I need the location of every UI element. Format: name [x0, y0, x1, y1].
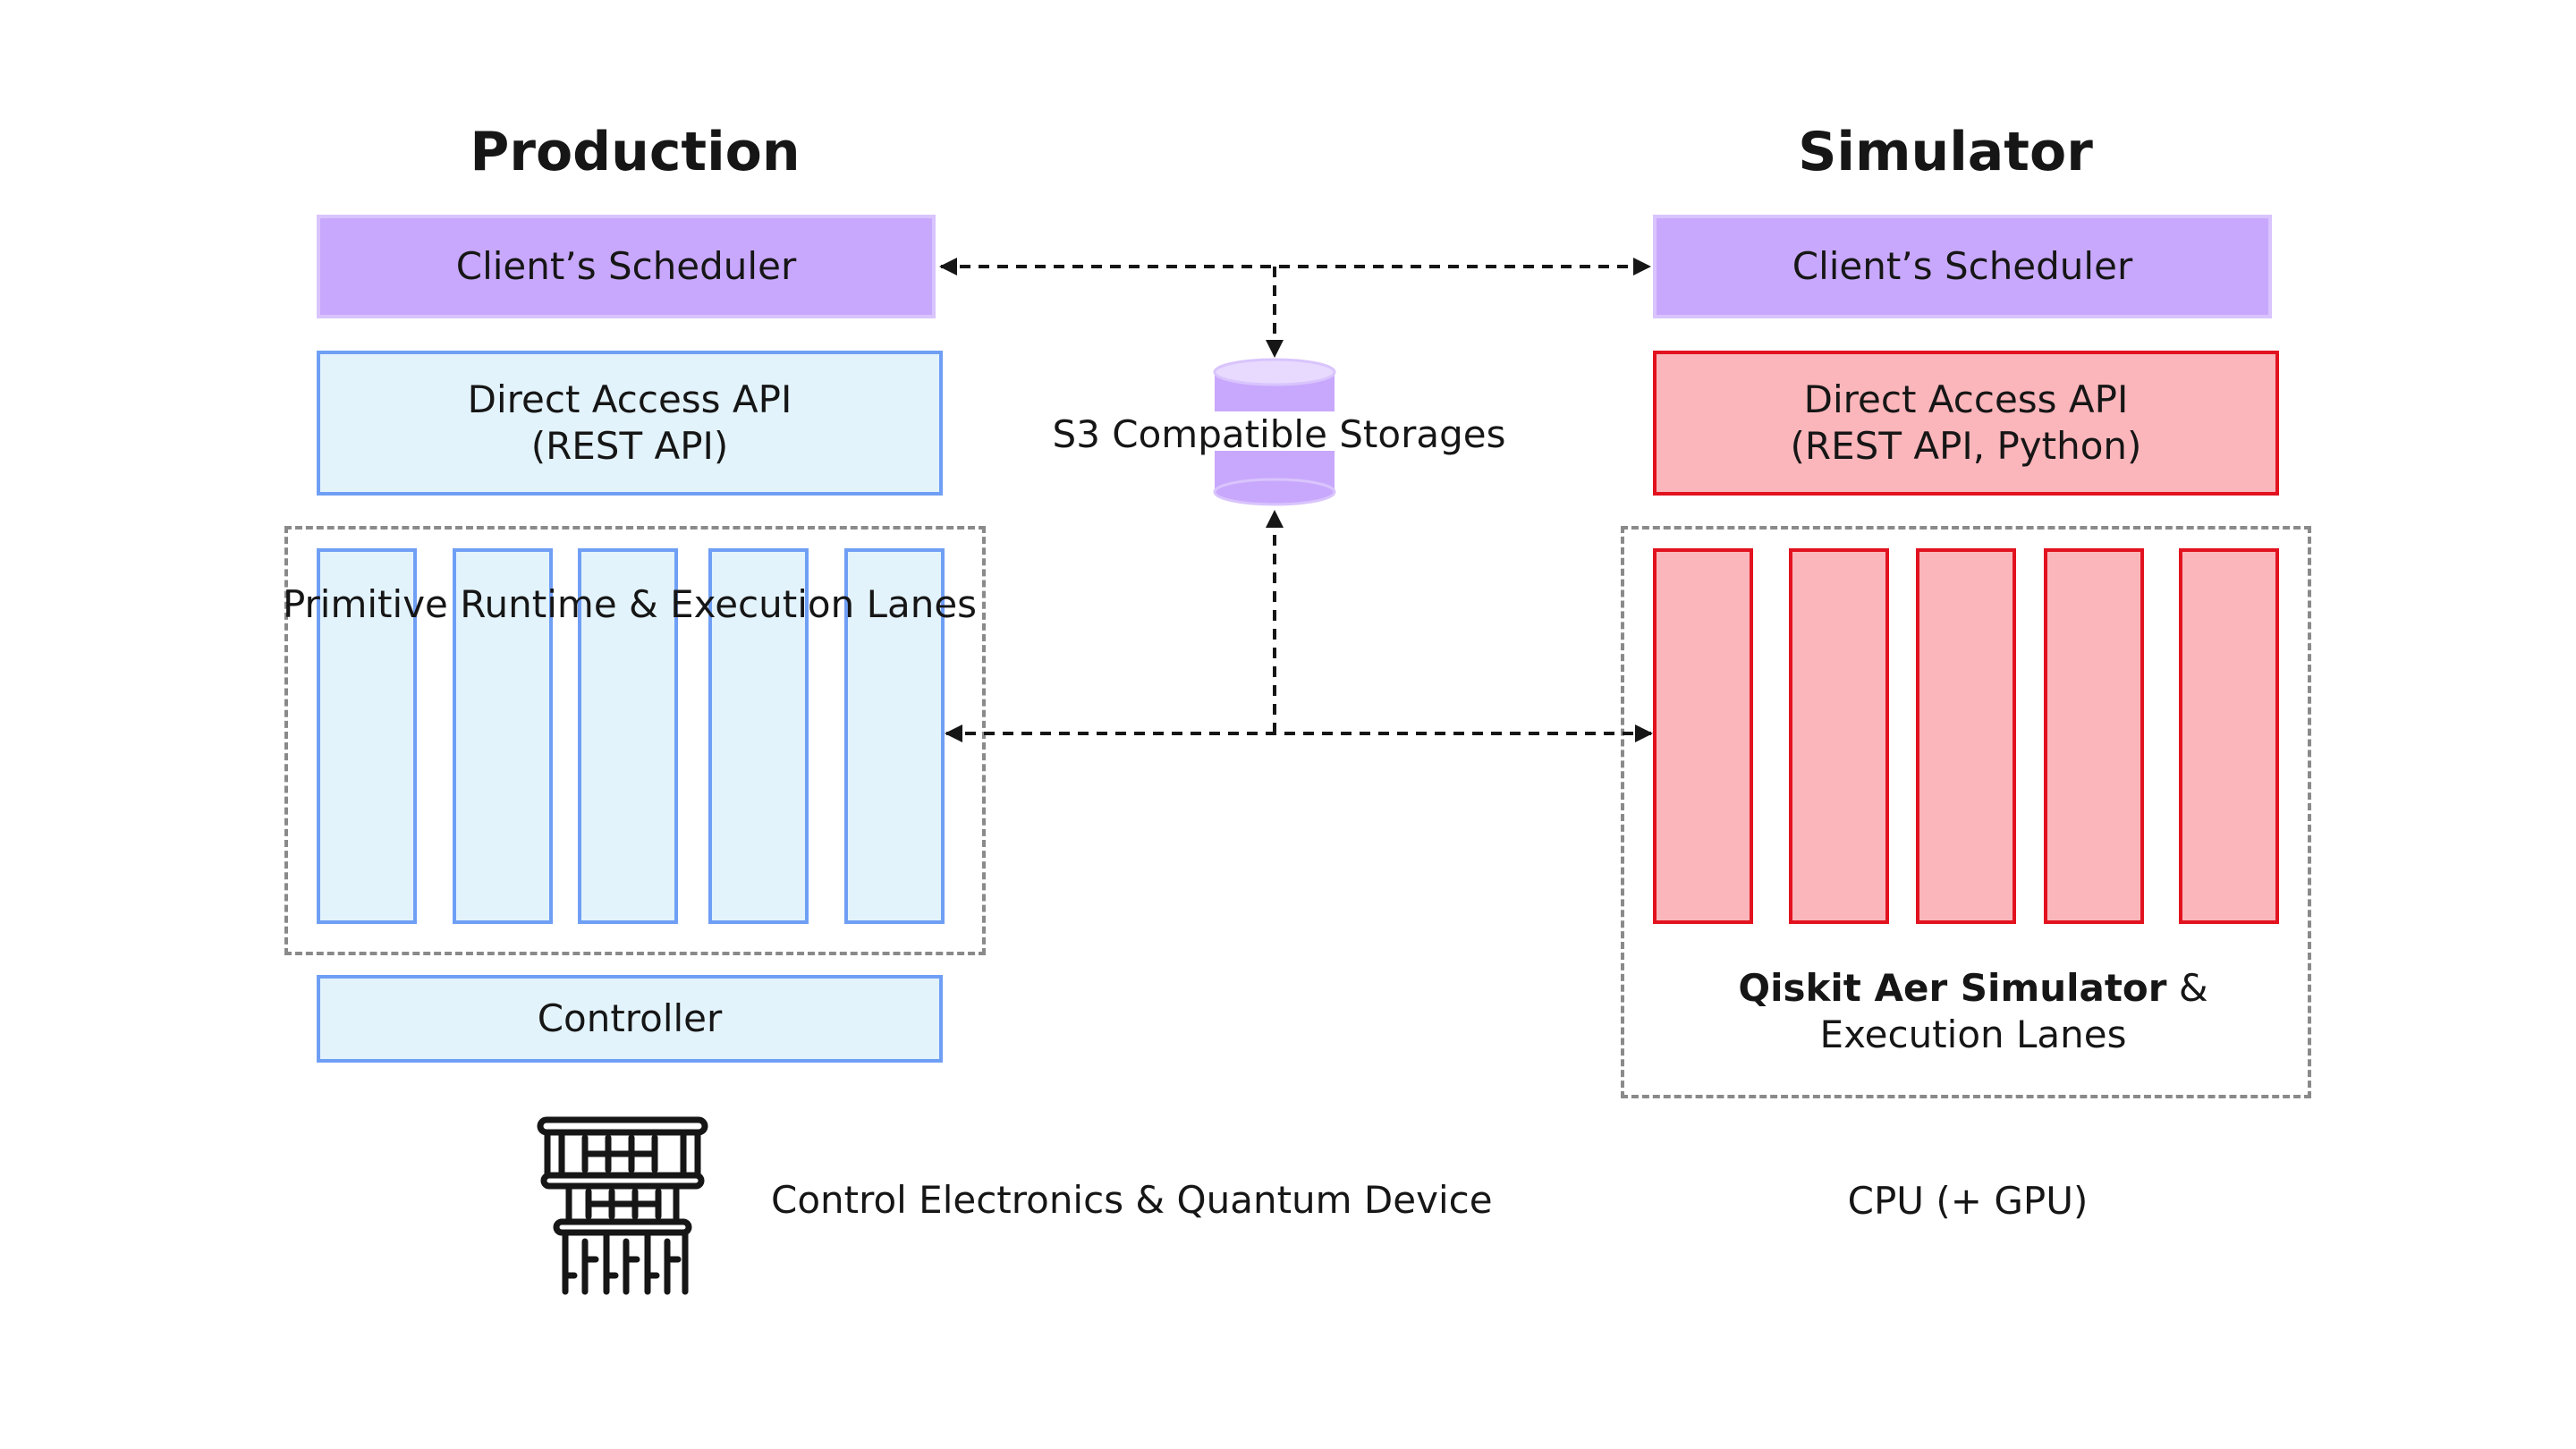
production-lane: [844, 548, 945, 924]
production-title: Production: [470, 121, 801, 183]
simulator-lane: [1916, 548, 2016, 924]
simulator-scheduler-box: Client’s Scheduler: [1653, 215, 2272, 318]
simulator-runtime-container: [1621, 526, 2311, 1098]
production-scheduler-box: Client’s Scheduler: [317, 215, 936, 318]
aer-amp-text: &: [2166, 966, 2208, 1010]
simulator-lane: [1653, 548, 1753, 924]
production-lane: [317, 548, 417, 924]
production-runtime-label: Primitive Runtime & Execution Lanes: [282, 582, 978, 626]
simulator-aer-line2: Execution Lanes: [1819, 1013, 2127, 1056]
quantum-chandelier-icon: [537, 1116, 708, 1295]
aer-bold-text: Qiskit Aer Simulator: [1738, 966, 2167, 1010]
simulator-api-box: Direct Access API (REST API, Python): [1653, 351, 2279, 496]
production-lane: [708, 548, 809, 924]
production-api-line1: Direct Access API: [467, 377, 792, 421]
database-cylinder-icon: [1213, 358, 1336, 506]
simulator-aer-label: Qiskit Aer Simulator & Execution Lanes: [1646, 962, 2301, 1061]
simulator-lane: [1789, 548, 1889, 924]
hardware-label: CPU (+ GPU): [1847, 1178, 2089, 1223]
simulator-api-line2: (REST API, Python): [1790, 424, 2142, 468]
device-label: Control Electronics & Quantum Device: [771, 1178, 1493, 1222]
production-api-box: Direct Access API (REST API): [317, 351, 943, 496]
simulator-aer-line1: Qiskit Aer Simulator &: [1738, 965, 2207, 1012]
simulator-lane: [2179, 548, 2279, 924]
production-lane: [578, 548, 678, 924]
production-controller-box: Controller: [317, 975, 943, 1063]
simulator-title: Simulator: [1798, 121, 2093, 183]
simulator-api-line1: Direct Access API: [1803, 377, 2129, 421]
production-lane: [453, 548, 553, 924]
simulator-scheduler-label: Client’s Scheduler: [1792, 244, 2133, 288]
storage-label: S3 Compatible Storages: [1052, 411, 1506, 456]
production-controller-label: Controller: [537, 996, 723, 1040]
production-api-line2: (REST API): [530, 424, 729, 468]
production-scheduler-label: Client’s Scheduler: [455, 244, 797, 288]
simulator-lane: [2044, 548, 2144, 924]
